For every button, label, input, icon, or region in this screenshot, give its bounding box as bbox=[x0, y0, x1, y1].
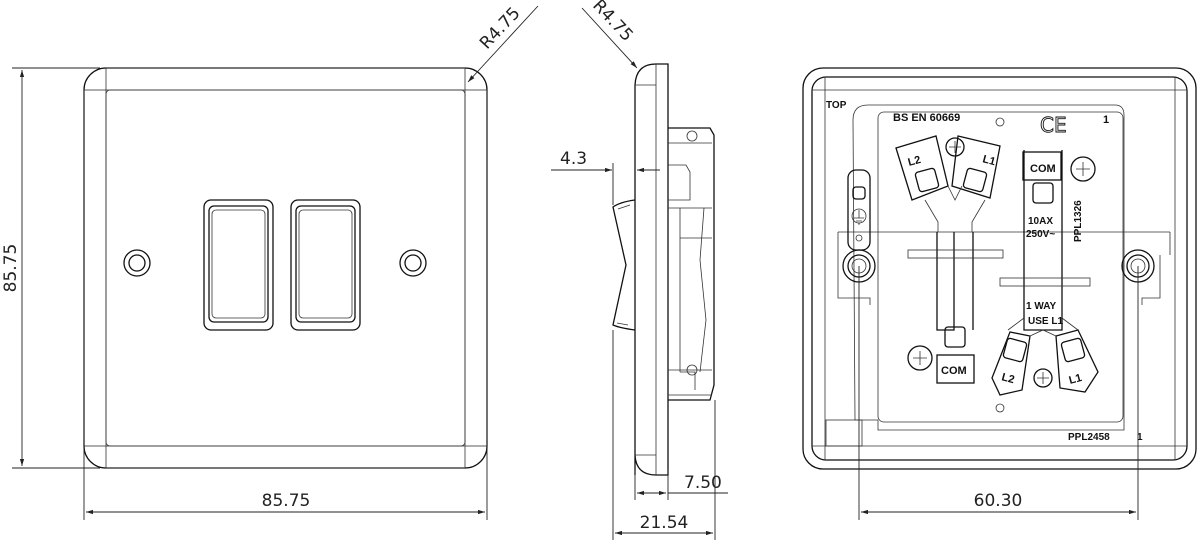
terminal-block-top bbox=[895, 135, 1096, 232]
terminal-label-l2-top: L2 bbox=[907, 154, 923, 169]
side-rocker bbox=[612, 199, 636, 331]
terminal-label-com-top: COM bbox=[1030, 163, 1056, 175]
terminal-block-bottom bbox=[907, 317, 1099, 396]
screw-cap-left bbox=[123, 249, 151, 277]
front-width-dimension: 85.75 bbox=[262, 491, 311, 511]
rear-plate-outline bbox=[802, 67, 1197, 470]
side-plate bbox=[634, 63, 669, 476]
rating-current: 10AX bbox=[1028, 216, 1053, 227]
revision-bottom: 1 bbox=[1137, 432, 1143, 443]
rocker-projection-dimension: 4.3 bbox=[560, 149, 587, 169]
plate-depth-dimension: 7.50 bbox=[684, 473, 722, 493]
screw-cap-right bbox=[399, 249, 427, 277]
terminal-label-l1-bottom: L1 bbox=[1068, 372, 1084, 387]
rocker-right[interactable] bbox=[290, 199, 361, 331]
terminal-label-l1-top: L1 bbox=[981, 153, 997, 168]
front-view: 85.75 85.75 R4.75 bbox=[1, 3, 539, 520]
side-back-box bbox=[668, 127, 715, 401]
part-number-vertical: PPL1326 bbox=[1073, 200, 1084, 242]
revision-top: 1 bbox=[1103, 114, 1109, 126]
rear-view: TOP BS EN 60669 CE 1 L2 L1 COM 10AX 250V… bbox=[802, 67, 1197, 520]
top-marking: TOP bbox=[826, 100, 847, 111]
front-plate-bevel-vertical bbox=[105, 67, 466, 469]
ce-mark: CE bbox=[1040, 113, 1067, 137]
front-plate-outline bbox=[83, 67, 488, 469]
front-plate-bevel-horizontal bbox=[83, 89, 488, 447]
part-number: PPL2458 bbox=[1068, 432, 1110, 443]
side-view: 4.3 7.50 21.54 R4.75 bbox=[551, 0, 728, 540]
one-way-note: 1 WAY bbox=[1026, 301, 1057, 312]
terminal-label-l2-bottom: L2 bbox=[1000, 371, 1016, 386]
standard-marking: BS EN 60669 bbox=[893, 112, 960, 124]
earth-terminal bbox=[847, 169, 871, 251]
rating-voltage: 250V~ bbox=[1026, 229, 1055, 240]
rocker-left[interactable] bbox=[203, 199, 274, 331]
rear-mounting-frame bbox=[852, 104, 1125, 431]
front-height-dimension: 85.75 bbox=[1, 244, 21, 293]
use-l1-note: USE L1 bbox=[1028, 316, 1063, 327]
fixing-centres-dimension: 60.30 bbox=[974, 491, 1023, 511]
overall-depth-dimension: 21.54 bbox=[640, 513, 689, 533]
terminal-label-com-bottom: COM bbox=[941, 365, 967, 377]
